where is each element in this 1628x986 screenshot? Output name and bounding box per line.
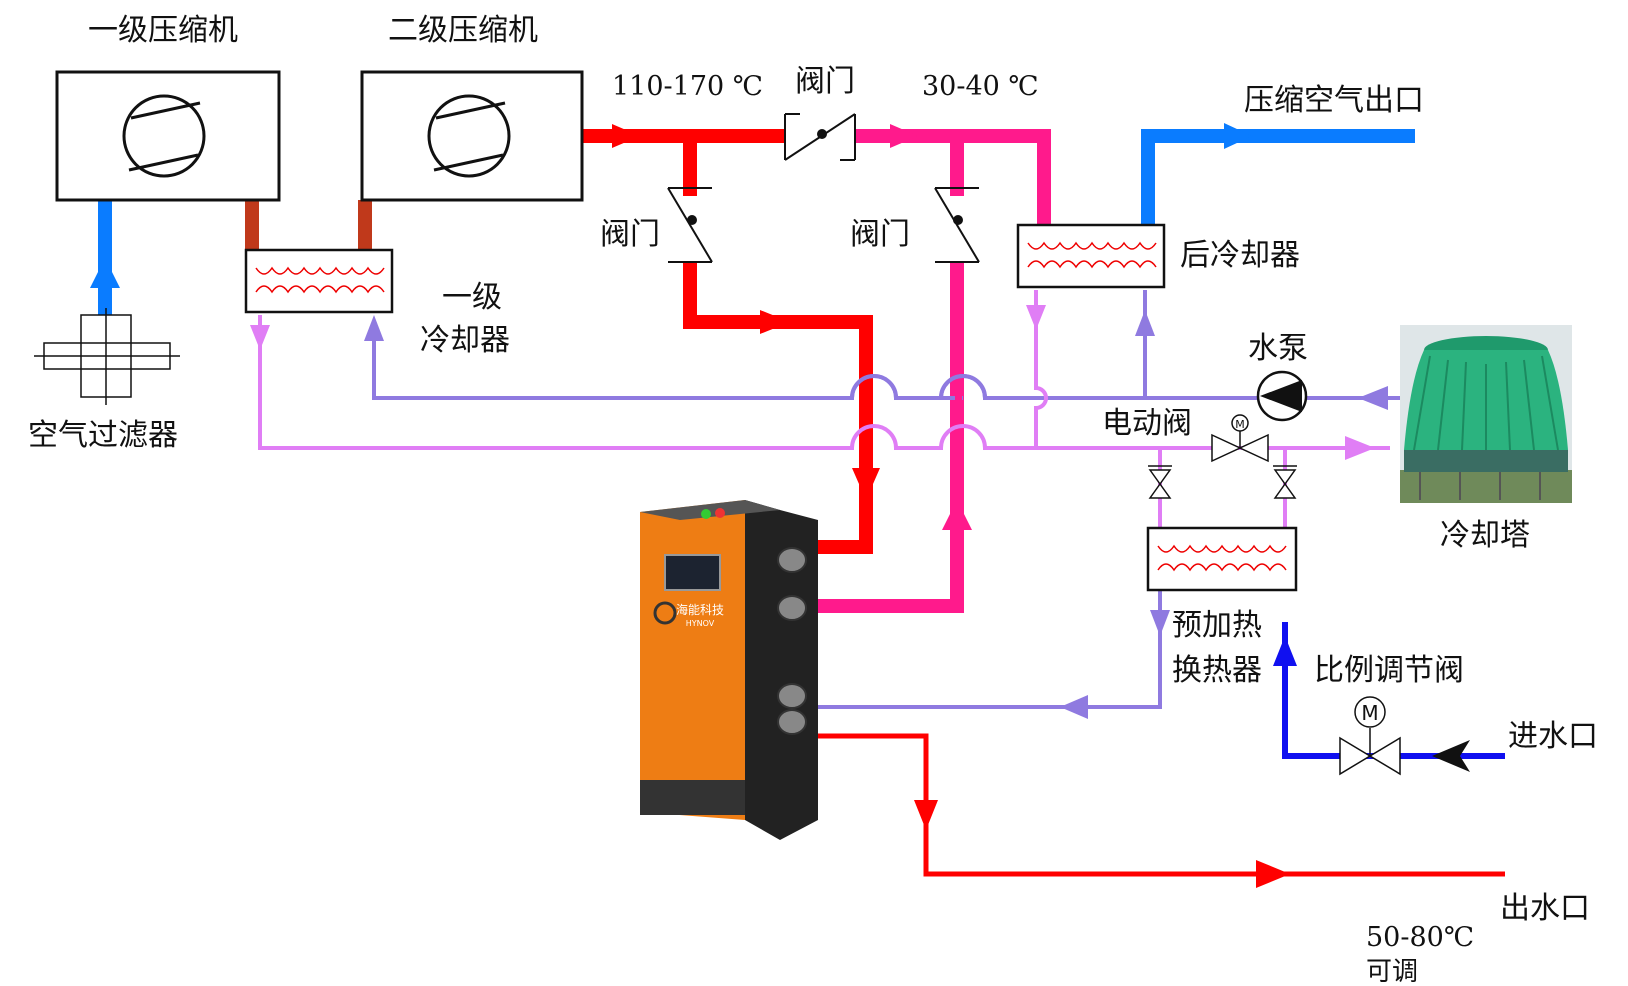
valve-left-label: 阀门	[600, 217, 660, 252]
valve-top-icon	[784, 113, 856, 161]
cool-supply-pipe	[938, 374, 1400, 400]
prop-valve-m: M	[1361, 701, 1378, 725]
compressor-2	[360, 70, 584, 202]
aftercooler-return	[1034, 290, 1048, 448]
out-temp-label: 50-80℃	[1366, 922, 1474, 953]
air-outlet-pipe	[1141, 129, 1415, 225]
compressor-1	[55, 70, 281, 202]
valve-left-icon	[667, 187, 713, 263]
water-out-label: 出水口	[1500, 891, 1590, 926]
arrow-preheat-left	[1060, 695, 1088, 719]
arrow-inlet-up	[1273, 636, 1297, 666]
preheat-label-2: 换热器	[1172, 653, 1262, 688]
arrow-preheat-down	[1150, 610, 1170, 636]
warm-from-machine-pipe	[818, 262, 964, 613]
out-adjust-label: 可调	[1366, 957, 1418, 986]
cool-supply-hump1	[850, 374, 898, 399]
arrow-warm-right	[890, 124, 918, 148]
motor-valve-m: M	[1235, 418, 1245, 431]
valve-top-label: 阀门	[795, 64, 855, 99]
water-in-label: 进水口	[1508, 719, 1598, 754]
air-filter-label: 空气过滤器	[28, 418, 178, 453]
arrow-hot-down	[852, 468, 880, 500]
preheat-exchanger	[1146, 526, 1298, 592]
arrows	[90, 123, 1470, 888]
proportional-valve-icon	[1339, 696, 1401, 776]
preheat-valve-1-icon	[1148, 465, 1172, 499]
hot-to-machine-pipe	[683, 262, 873, 554]
aftercooler-label: 后冷却器	[1180, 238, 1300, 273]
cool-supply-hump2	[939, 374, 987, 399]
machine-brand-sub: HYNOV	[686, 619, 715, 628]
arrow-air-up	[90, 258, 120, 288]
machine-brand: 海能科技	[676, 602, 724, 617]
valve-right-icon	[934, 187, 980, 263]
pump-label: 水泵	[1248, 331, 1308, 366]
heat-recovery-unit	[640, 500, 818, 840]
arrow-out-right	[1256, 860, 1290, 888]
preheat-label-1: 预加热	[1172, 608, 1262, 643]
cooler1-label-1: 一级	[442, 280, 502, 315]
air-filter-icon	[34, 308, 180, 405]
cooling-tower-label: 冷却塔	[1440, 518, 1530, 553]
primary-cooler	[244, 248, 394, 314]
arrow-hot-right-2	[760, 310, 790, 334]
preheat-valve-2-icon	[1273, 465, 1297, 499]
valve-right-label: 阀门	[850, 217, 910, 252]
prop-valve-label: 比例调节阀	[1314, 653, 1464, 688]
cooling-tower-icon	[1400, 325, 1572, 503]
arrow-tower-out	[1358, 386, 1388, 410]
temp-high-label: 110-170 ℃	[612, 71, 763, 102]
arrow-warm-up	[942, 500, 972, 530]
arrow-return-down-2	[1026, 305, 1046, 330]
arrow-out-down	[914, 800, 938, 830]
arrow-cool-up-1	[364, 315, 384, 341]
arrow-cool-up-2	[1135, 310, 1155, 336]
motor-valve-icon	[1211, 414, 1269, 463]
pump-icon	[1256, 370, 1308, 422]
compressor-1-label: 一级压缩机	[88, 13, 238, 48]
aftercooler	[1016, 223, 1166, 289]
compressor-2-label: 二级压缩机	[388, 13, 538, 48]
arrow-inlet-left	[1432, 740, 1470, 772]
air-outlet-label: 压缩空气出口	[1244, 83, 1424, 118]
arrow-air-out	[1224, 123, 1252, 149]
arrow-hot-right	[612, 124, 640, 148]
temp-mid-label: 30-40 ℃	[922, 71, 1039, 102]
warm-return-main	[258, 315, 1390, 450]
arrow-return-down-1	[250, 325, 270, 350]
arrow-tower-in	[1345, 436, 1375, 460]
cooler1-label-2: 冷却器	[420, 323, 510, 358]
water-inlet-pipe	[1282, 622, 1505, 759]
motor-valve-label: 电动阀	[1102, 406, 1192, 441]
